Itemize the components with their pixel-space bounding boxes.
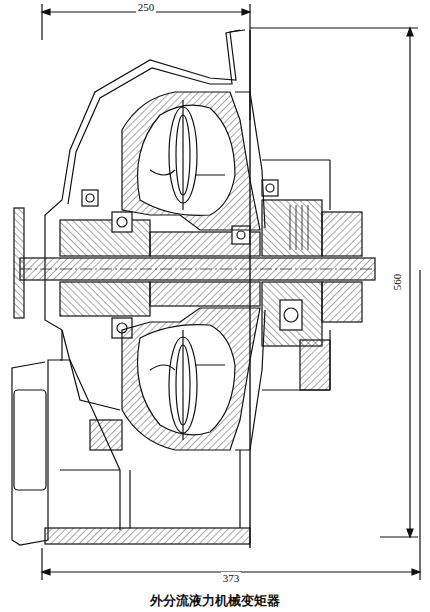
dimension-value: 250 — [136, 1, 157, 13]
dimension-value: 560 — [391, 272, 403, 293]
caption: 外分流液力机械变矩器 — [148, 594, 282, 608]
dimension-value: 373 — [221, 572, 242, 584]
